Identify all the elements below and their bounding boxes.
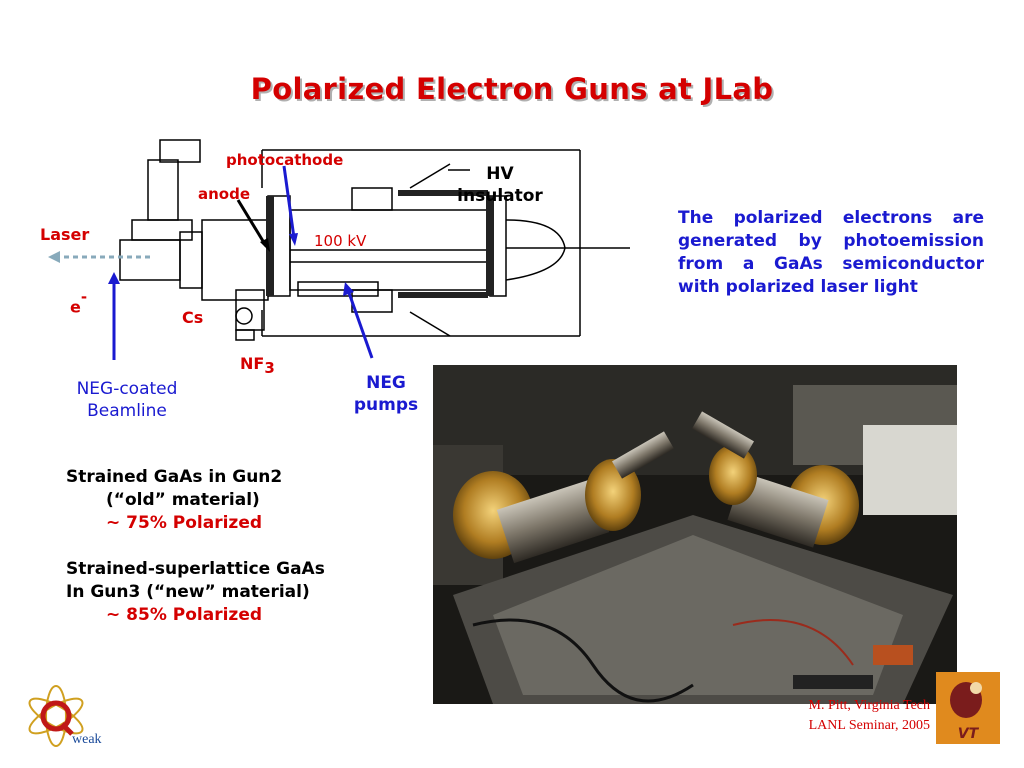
gun-flanges (266, 190, 494, 298)
neg-pumps-label: NEG pumps (353, 373, 419, 415)
voltage-label: 100 kV (314, 232, 367, 250)
gun3-polarization: ~ 85% Polarized (106, 605, 263, 625)
qweak-logo: weak (28, 685, 102, 747)
vt-logo: VT (936, 672, 1000, 744)
nf3-label: NF3 (240, 354, 275, 378)
electron-label: e- (70, 288, 88, 317)
slide-title: Polarized Electron Guns at JLab (250, 72, 774, 106)
neg-pumps-pointer (346, 289, 374, 359)
electron-gun-diagram (48, 139, 630, 360)
gun-housing (119, 139, 630, 341)
gun2-polarization: ~ 75% Polarized (106, 513, 263, 533)
anode-pointer (236, 199, 268, 247)
materials-list: Strained GaAs in Gun2 (“old” material) ~… (66, 466, 325, 627)
photocathode-label: photocathode (226, 151, 344, 169)
gun3-line2: In Gun3 (“new” material) (66, 582, 310, 602)
laser-arrow-head (48, 251, 60, 263)
anode-label: anode (198, 185, 251, 203)
description-text: The polarized electrons are generated by… (678, 208, 984, 297)
hv-insulator-label: HV insulator (457, 164, 543, 206)
gun2-line2: (“old” material) (106, 490, 260, 510)
svg-text:VT: VT (958, 726, 980, 742)
gun2-line1: Strained GaAs in Gun2 (66, 467, 283, 487)
svg-text:weak: weak (72, 732, 102, 747)
slide-credit: M. Pitt, Virginia Tech LANL Seminar, 200… (808, 698, 930, 733)
photocathode-pointer (282, 165, 296, 239)
cesium-label: Cs (182, 308, 204, 327)
neg-beamline-label: NEG-coated Beamline (76, 379, 178, 421)
laser-label: Laser (40, 225, 90, 244)
lab-photo (433, 365, 957, 704)
gun3-line1: Strained-superlattice GaAs (66, 559, 325, 579)
